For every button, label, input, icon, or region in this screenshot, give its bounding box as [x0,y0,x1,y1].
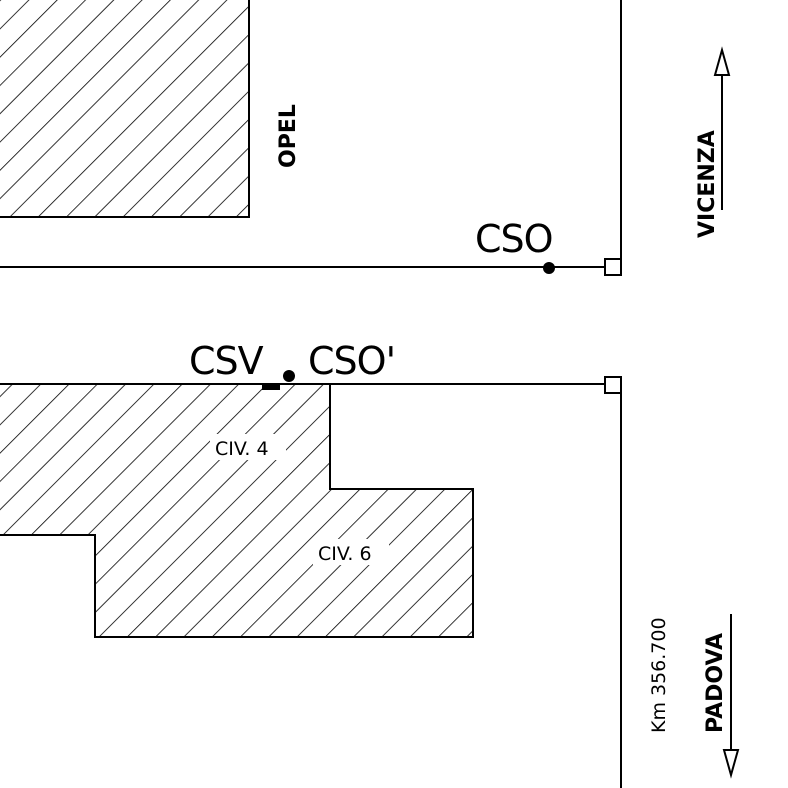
cso-prime-label: CSO' [308,339,395,383]
opel-building [0,0,250,218]
padova-arrow-down-icon [722,749,740,779]
corner-marker-top [604,258,622,276]
km-label: Km 356.700 [648,617,670,733]
civ6-label: CIV. 6 [318,543,372,565]
civ4-label: CIV. 4 [215,438,269,460]
padova-label: PADOVA [703,633,728,733]
cso-point-dot [543,262,555,274]
csv-point-marker [262,384,280,390]
civ-building [0,383,474,638]
csv-label: CSV [189,339,264,383]
civ6-label-bg [313,539,389,565]
corner-marker-bottom [604,376,622,394]
cso-prime-point-dot [283,370,295,382]
vicenza-arrow-up-icon [713,46,731,76]
civ4-label-bg [210,434,286,460]
vicenza-label: VICENZA [695,130,720,238]
opel-label: OPEL [276,104,301,168]
cso-label: CSO [475,217,553,261]
